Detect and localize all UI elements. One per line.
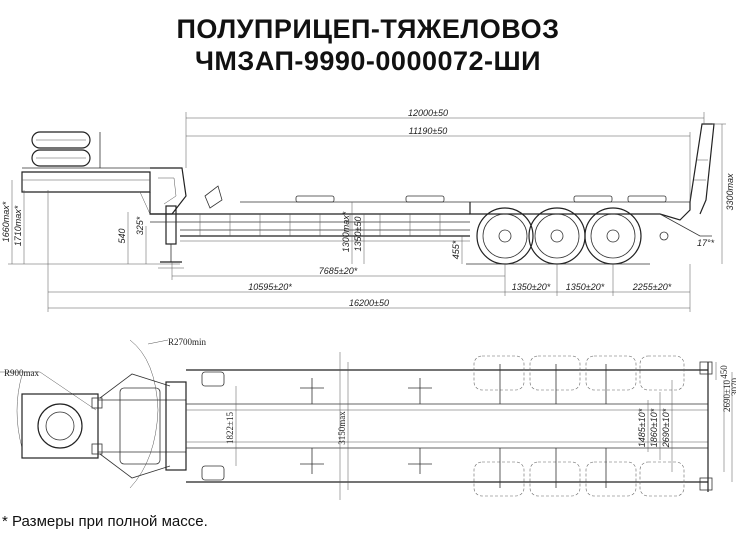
dim-455: 455* — [451, 240, 461, 259]
dim-1350-a: 1350±20* — [512, 282, 551, 292]
dim-angle-17: 17°* — [697, 238, 715, 248]
platform — [150, 195, 691, 242]
dim-platform: 11190±50 — [409, 126, 448, 136]
dim-7685: 7685±20* — [319, 266, 358, 276]
rear-ramp — [659, 123, 715, 241]
dim-450: 450 — [719, 365, 729, 379]
dim-1485: 1485±10* — [637, 408, 647, 447]
top-view: R2700min R900max 1822±15 3150max 1485±10… — [0, 337, 736, 500]
dim-1660: 1660max* — [1, 201, 11, 242]
dim-r900: R900max — [4, 368, 39, 378]
dim-1300: 1300max* — [341, 211, 351, 252]
dim-height-max: 3300max — [725, 173, 735, 211]
dim-3070: 3070 — [730, 378, 736, 397]
footnote: * Размеры при полной массе. — [2, 513, 208, 530]
dim-1710: 1710max* — [13, 205, 23, 246]
dim-325: 325* — [135, 216, 145, 235]
title-line-1: ПОЛУПРИЦЕП-ТЯЖЕЛОВОЗ — [176, 14, 560, 44]
dim-1350-vertical: 1350±50 — [353, 217, 363, 252]
dim-3150: 3150max — [337, 411, 347, 445]
dim-1350-b: 1350±20* — [566, 282, 605, 292]
side-view: 12000±50 11190±50 3300max 1660max* 1710m… — [1, 108, 735, 312]
dim-2255: 2255±20* — [632, 282, 672, 292]
dim-overall-bottom: 16200±50 — [349, 298, 389, 308]
dim-1822: 1822±15 — [225, 412, 235, 444]
axle-wheels — [466, 207, 650, 265]
gooseneck — [21, 167, 223, 269]
dim-2690-b: 2690±10 — [722, 380, 732, 412]
side-dimensions — [8, 112, 726, 312]
dim-10595: 10595±20* — [248, 282, 292, 292]
dim-540: 540 — [117, 228, 127, 243]
dim-1860: 1860±10* — [649, 408, 659, 447]
dim-r2700: R2700min — [168, 337, 207, 347]
title-line-2: ЧМЗАП-9990-0000072-ШИ — [194, 46, 542, 76]
dim-2690: 2690±10* — [661, 408, 671, 448]
dim-overall-top: 12000±50 — [408, 108, 448, 118]
spare-wheels — [31, 131, 101, 168]
